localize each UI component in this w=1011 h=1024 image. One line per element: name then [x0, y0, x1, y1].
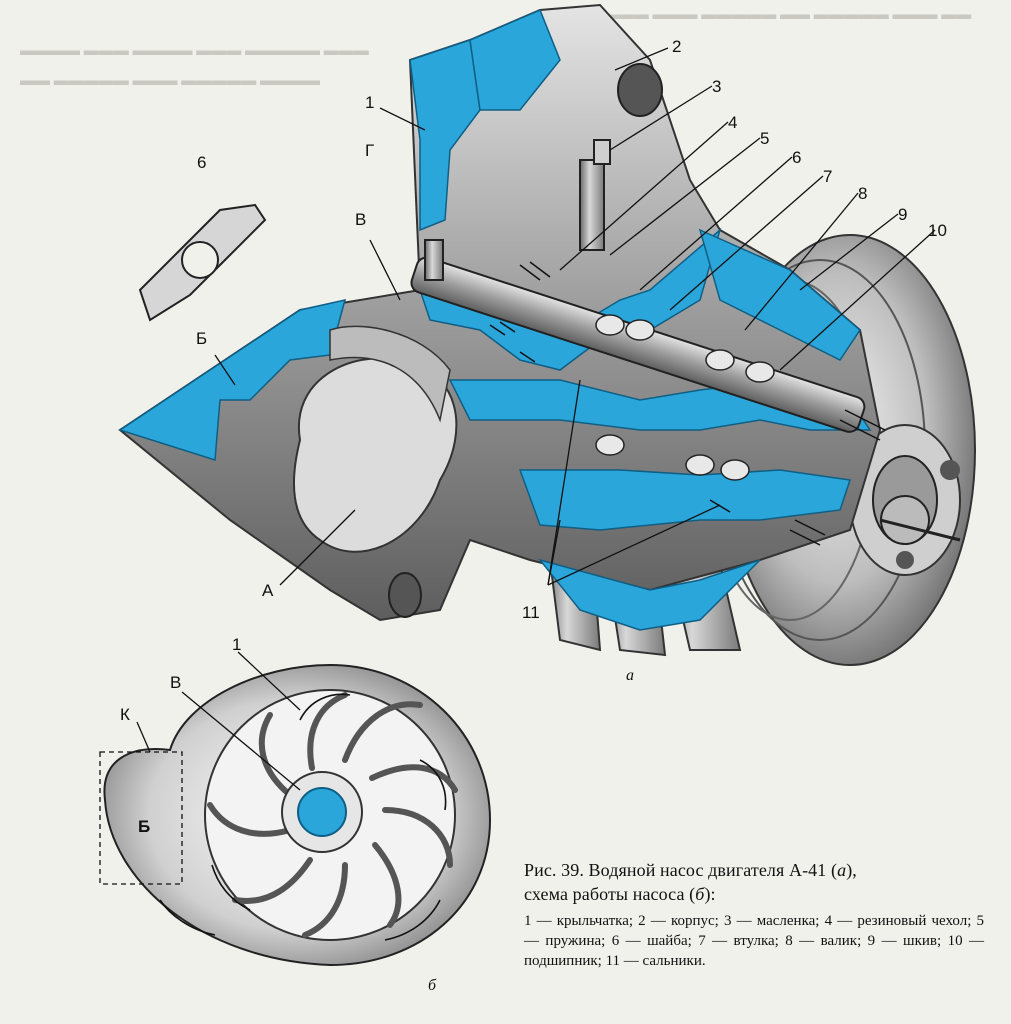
callout-a-2: 2 [672, 37, 681, 56]
callout-a-11: 11 [522, 603, 540, 622]
callout-b-1: 1 [232, 635, 241, 654]
callout-a-g: Г [365, 141, 374, 160]
background-text: ▬▬▬ ▬▬▬▬ ▬▬▬ ▬▬▬▬▬ ▬▬ ▬▬▬▬▬ ▬▬▬ ▬▬ [540, 7, 972, 23]
view-a: 2 3 4 5 6 7 8 9 10 1 Г В 6 Б А 11 а [118, 3, 976, 684]
callout-a-6: 6 [792, 148, 801, 167]
callout-a-a: А [262, 581, 274, 600]
caption-title-line2: схема работы насоса ( [524, 884, 696, 904]
figure-caption: Рис. 39. Водяной насос двигателя А-41 (а… [524, 858, 984, 971]
impeller-blades [207, 692, 458, 938]
view-b: 1 В К Б б [99, 635, 492, 994]
view-a-label: а [626, 667, 634, 684]
background-text: ▬▬▬▬ ▬▬▬ ▬▬▬▬ ▬▬▬ ▬▬▬▬▬ ▬▬▬ [20, 43, 369, 59]
callout-a-washer: 6 [197, 153, 206, 172]
caption-title-line1-end: ), [846, 860, 857, 880]
flow-arrows [159, 693, 447, 941]
seal-hatching [489, 261, 886, 546]
callout-a-4: 4 [728, 113, 737, 132]
background-text: ▬▬ ▬▬▬▬▬ ▬▬▬ ▬▬▬▬▬ ▬▬▬▬ [20, 73, 320, 89]
callout-a-10: 10 [928, 221, 947, 240]
caption-title-b: б [695, 884, 705, 904]
caption-title: Рис. 39. Водяной насос двигателя А-41 (а… [524, 858, 984, 906]
callout-b-k: К [120, 705, 130, 724]
caption-title-line2-end: ): [704, 884, 716, 904]
callout-b-b: Б [138, 817, 150, 836]
callout-a-v: В [355, 210, 366, 229]
grease-cup [579, 139, 611, 251]
impeller-cavity [293, 357, 458, 553]
callout-a-5: 5 [760, 129, 769, 148]
caption-title-a: а [837, 860, 847, 880]
hub-nut [879, 495, 961, 545]
callout-a-9: 9 [898, 205, 907, 224]
section-cut [118, 9, 872, 631]
outlet-frame [99, 751, 183, 885]
callout-a-1: 1 [365, 93, 374, 112]
callout-a-b: Б [196, 329, 207, 348]
leader-lines [214, 47, 936, 586]
callout-a-8: 8 [858, 184, 867, 203]
hub-center-blue [297, 787, 347, 837]
bearings [595, 314, 775, 481]
callout-b-v: В [170, 673, 181, 692]
caption-title-line1: Рис. 39. Водяной насос двигателя А-41 ( [524, 860, 838, 880]
caption-legend: 1 — крыльчатка; 2 — корпус; 3 — масленка… [524, 913, 984, 969]
callout-a-7: 7 [823, 167, 832, 186]
view-b-label: б [428, 977, 437, 994]
callout-a-3: 3 [712, 77, 721, 96]
